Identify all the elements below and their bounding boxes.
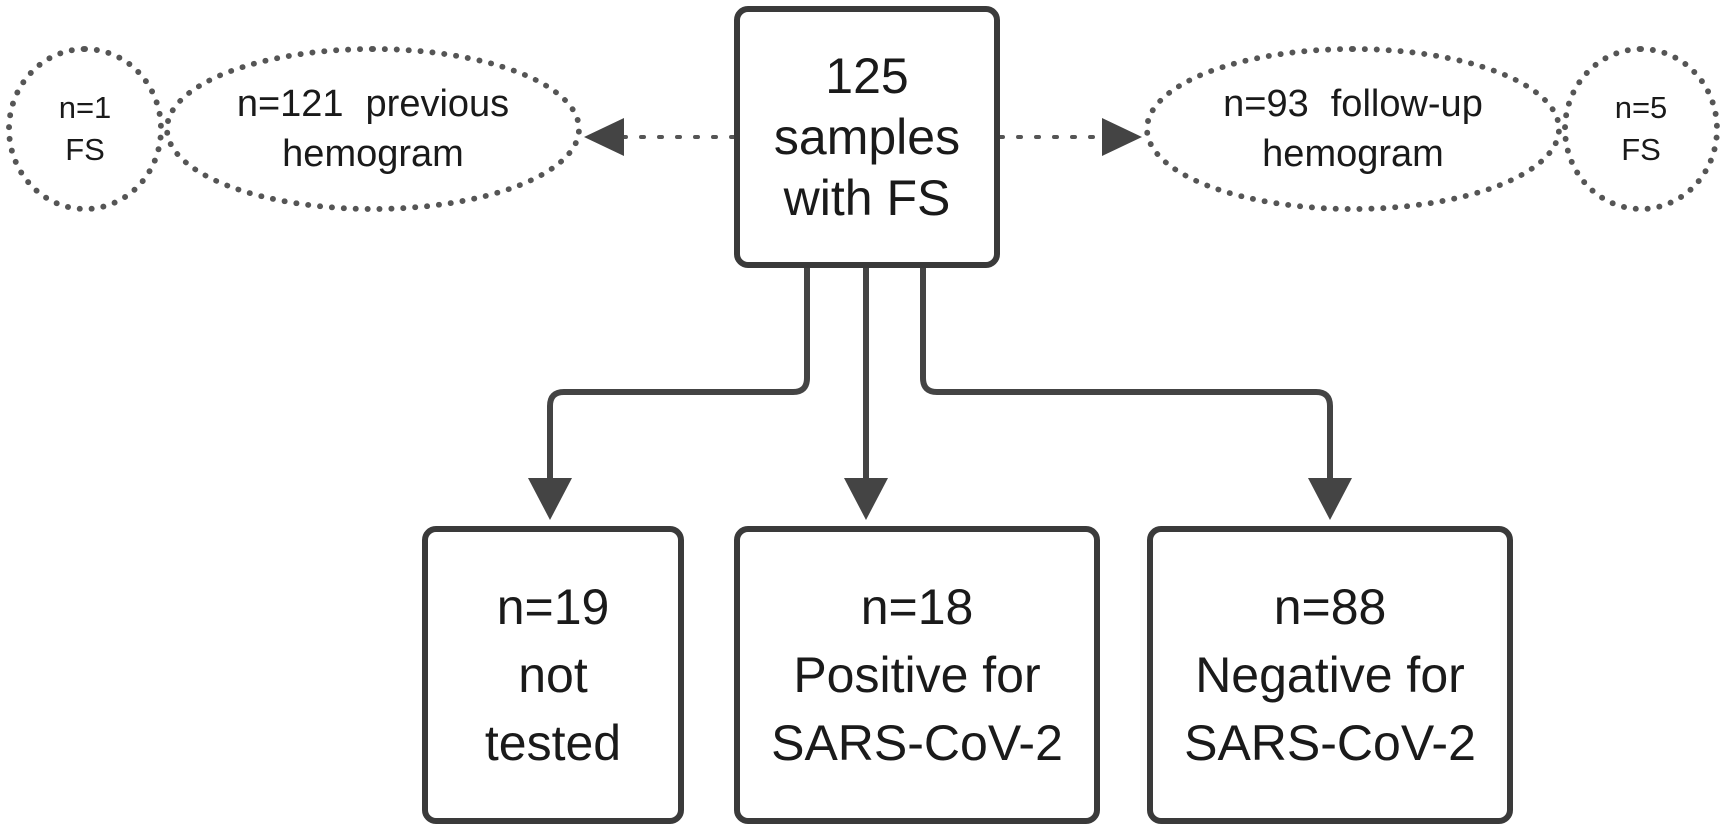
previous-fs-count: n=1 bbox=[58, 90, 112, 125]
positive-count: n=18 bbox=[860, 579, 974, 635]
connector-to-not-tested bbox=[547, 268, 810, 478]
previous-fs-oval: n=1 FS bbox=[6, 46, 164, 212]
followup-hemogram-line1: n=93 follow-up bbox=[1223, 79, 1483, 129]
samples-box: 125 samples with FS bbox=[734, 6, 1000, 268]
previous-fs-label: FS bbox=[65, 132, 105, 167]
samples-qualifier: with FS bbox=[783, 169, 951, 226]
negative-line3: SARS-CoV-2 bbox=[1184, 715, 1476, 771]
arrowhead-left bbox=[584, 118, 624, 156]
previous-hemogram-label: previous bbox=[365, 83, 510, 125]
previous-hemogram-line2: hemogram bbox=[282, 133, 464, 175]
followup-fs-label: FS bbox=[1621, 132, 1661, 167]
previous-hemogram-oval: n=121 previous hemogram bbox=[164, 46, 582, 212]
followup-fs-oval: n=5 FS bbox=[1562, 46, 1720, 212]
previous-hemogram-line1: n=121 previous bbox=[237, 79, 509, 129]
arrowhead-right bbox=[1102, 118, 1142, 156]
arrowhead-positive bbox=[844, 478, 888, 520]
not-tested-count: n=19 bbox=[496, 579, 610, 635]
connector-to-negative bbox=[920, 268, 1333, 478]
samples-label: samples bbox=[773, 108, 961, 165]
not-tested-box: n=19 not tested bbox=[422, 526, 684, 824]
followup-hemogram-label: follow-up bbox=[1330, 83, 1483, 125]
not-tested-line2: not bbox=[518, 647, 588, 703]
arrowhead-not-tested bbox=[528, 478, 572, 520]
negative-line2: Negative for bbox=[1195, 647, 1465, 703]
followup-hemogram-oval: n=93 follow-up hemogram bbox=[1144, 46, 1562, 212]
positive-line3: SARS-CoV-2 bbox=[771, 715, 1063, 771]
samples-count: 125 bbox=[825, 47, 909, 104]
followup-fs-count: n=5 bbox=[1614, 90, 1668, 125]
not-tested-line3: tested bbox=[484, 715, 622, 771]
previous-hemogram-count: n=121 bbox=[236, 83, 344, 125]
positive-line2: Positive for bbox=[793, 647, 1041, 703]
positive-box: n=18 Positive for SARS-CoV-2 bbox=[734, 526, 1100, 824]
followup-hemogram-line2: hemogram bbox=[1262, 133, 1444, 175]
arrowhead-negative bbox=[1308, 478, 1352, 520]
negative-count: n=88 bbox=[1273, 579, 1387, 635]
negative-box: n=88 Negative for SARS-CoV-2 bbox=[1147, 526, 1513, 824]
followup-hemogram-count: n=93 bbox=[1223, 83, 1309, 125]
